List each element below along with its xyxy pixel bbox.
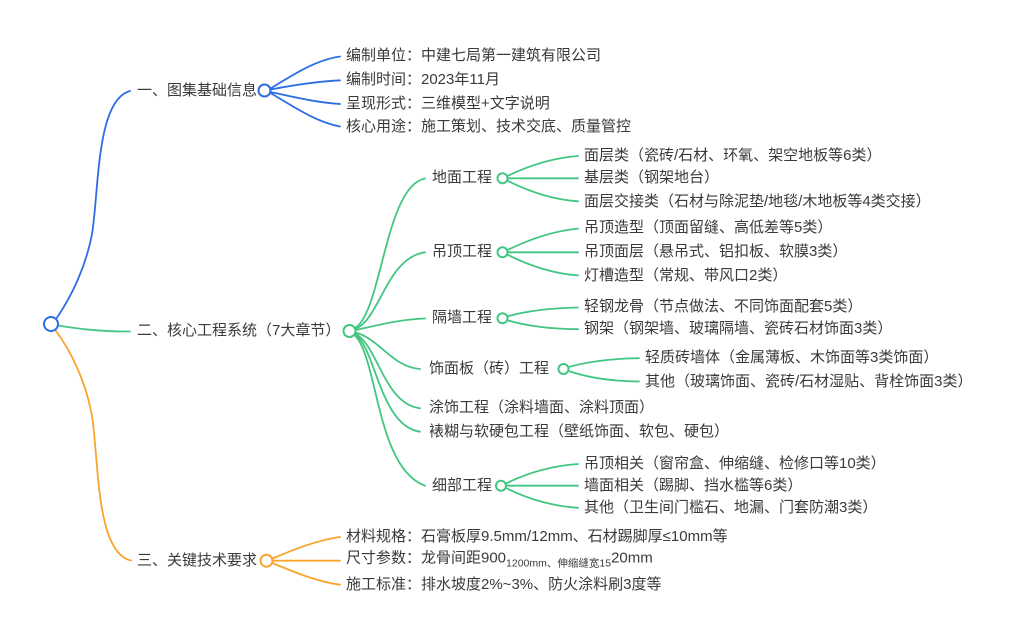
connector — [505, 487, 579, 509]
node-label-core-usage[interactable]: 核心用途：施工策划、技术交底、质量管控 — [346, 117, 632, 135]
node-label-partition-works[interactable]: 隔墙工程 — [432, 309, 493, 327]
node-label-compile-time[interactable]: 编制时间：2023年11月 — [346, 71, 500, 89]
node-label-leaf[interactable]: 吊顶相关（窗帘盒、伸缩缝、检修口等10类） — [584, 454, 886, 472]
connector — [354, 177, 426, 329]
connector — [271, 536, 341, 560]
node-label-leaf[interactable]: 其他（卫生间门槛石、地漏、门套防潮3类） — [584, 499, 878, 516]
connector — [567, 357, 640, 368]
node-label-leaf[interactable]: 面层类（瓷砖/石材、环氧、架空地板等6类） — [584, 146, 882, 164]
node-label-leaf[interactable]: 墙面相关（踢脚、挡水槛等6类） — [584, 476, 803, 494]
connector — [269, 79, 341, 91]
connector — [354, 332, 421, 410]
connector — [353, 334, 426, 487]
node-label-leaf[interactable]: 吊顶造型（顶面留缝、高低差等5类） — [584, 219, 833, 237]
node-label-coating-works[interactable]: 涂饰工程（涂料墙面、涂料顶面） — [429, 399, 655, 417]
node-label-leaf[interactable]: 灯槽造型（常规、带风口2类） — [584, 266, 788, 284]
connector-root-b2 — [57, 324, 131, 333]
node-label-leaf[interactable]: 吊顶面层（悬吊式、铝扣板、软膜3类） — [584, 243, 848, 261]
node-label-leaf[interactable]: 面层交接类（石材与除泥垫/地毯/木地板等4类交接） — [584, 192, 931, 210]
connector — [506, 155, 579, 177]
node-label-present-form[interactable]: 呈现形式：三维模型+文字说明 — [346, 95, 550, 112]
connector — [506, 227, 579, 251]
node-label-wallpaper-works[interactable]: 裱糊与软硬包工程（壁纸饰面、软包、硬包） — [429, 422, 730, 440]
dimension-suffix: 20mm — [611, 549, 653, 567]
node-label-core-system[interactable]: 二、核心工程系统（7大章节） — [137, 322, 341, 340]
connector-root-b1 — [55, 90, 131, 320]
connector — [354, 317, 426, 331]
branch-toggle-core-system[interactable] — [342, 324, 357, 338]
connector — [506, 306, 579, 318]
node-label-leaf[interactable]: 轻钢龙骨（节点做法、不同饰面配套5类） — [584, 298, 863, 316]
connector — [354, 251, 426, 330]
node-toggle-floor[interactable] — [496, 172, 509, 185]
node-label-leaf[interactable]: 轻质砖墙体（金属薄板、木饰面等3类饰面） — [645, 349, 939, 366]
branch-toggle-tech-req[interactable] — [259, 553, 274, 568]
root-node[interactable] — [43, 316, 59, 332]
node-toggle-partition[interactable] — [496, 312, 509, 325]
connector — [269, 91, 341, 105]
node-label-floor-works[interactable]: 地面工程 — [432, 169, 493, 187]
connector — [269, 92, 341, 128]
node-label-tech-req[interactable]: 三、关键技术要求 — [137, 551, 258, 569]
dimension-subscript: 1200mm、伸缩缝宽15 — [506, 557, 612, 570]
node-label-panel-works[interactable]: 饰面板（砖）工程 — [429, 360, 550, 377]
connector — [506, 319, 579, 331]
connector — [506, 253, 579, 277]
connector — [354, 331, 421, 370]
node-label-construction-standard[interactable]: 施工标准：排水坡度2%~3%、防火涂料刷3度等 — [346, 576, 662, 593]
node-label-leaf[interactable]: 其他（玻璃饰面、瓷砖/石材湿贴、背栓饰面3类） — [645, 372, 973, 390]
node-toggle-ceiling[interactable] — [496, 246, 509, 259]
node-toggle-detail[interactable] — [495, 479, 507, 492]
connector — [354, 333, 421, 433]
connector — [269, 55, 341, 90]
connector — [271, 562, 341, 586]
connector — [567, 370, 640, 383]
node-label-compile-unit[interactable]: 编制单位：中建七局第一建筑有限公司 — [346, 47, 602, 64]
connector — [506, 179, 579, 203]
node-label-basic-info[interactable]: 一、图集基础信息 — [137, 81, 258, 99]
connector-root-b3 — [54, 328, 132, 562]
node-label-ceiling-works[interactable]: 吊顶工程 — [432, 243, 493, 261]
connector — [505, 463, 579, 485]
node-toggle-panel[interactable] — [557, 363, 570, 375]
node-label-leaf[interactable]: 基层类（钢架地台） — [584, 169, 720, 187]
node-label-detail-works[interactable]: 细部工程 — [432, 476, 493, 494]
node-label-material-spec[interactable]: 材料规格：石膏板厚9.5mm/12mm、石材踢脚厚≤10mm等 — [346, 527, 728, 545]
dimension-prefix: 尺寸参数：龙骨间距900 — [346, 549, 507, 567]
branch-toggle-basic-info[interactable] — [257, 83, 272, 98]
node-label-leaf[interactable]: 钢架（钢架墙、玻璃隔墙、瓷砖石材饰面3类） — [584, 320, 893, 338]
node-label-dimension-params[interactable]: 尺寸参数：龙骨间距9001200mm、伸缩缝宽1520mm — [346, 548, 653, 573]
